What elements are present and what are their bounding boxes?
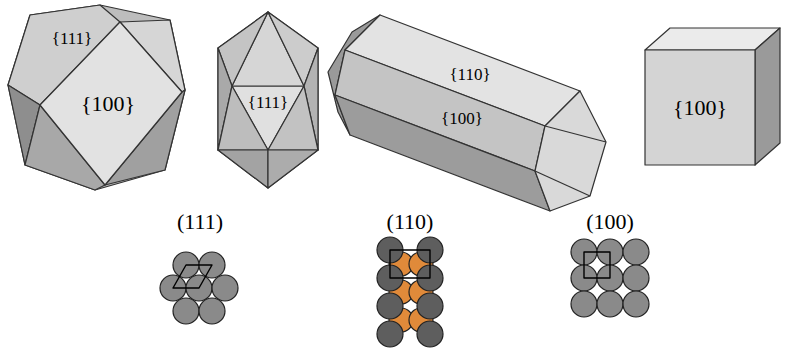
atom-packing-110: [377, 237, 443, 347]
cuboctahedron: [8, 5, 185, 190]
atom-packing-111: [160, 252, 238, 324]
cube: [645, 28, 780, 165]
plane-label: (100): [586, 211, 634, 233]
icosahedron: [218, 12, 318, 188]
face-label: {111}: [52, 30, 93, 47]
elongated-rod: [328, 15, 606, 211]
plane-label: (110): [387, 211, 434, 233]
face-label: {100}: [673, 97, 727, 119]
plane-label: (111): [177, 211, 223, 233]
face-label: {100}: [441, 110, 483, 127]
face-label: {100}: [81, 93, 135, 115]
atom-packing-100: [571, 239, 649, 317]
face-label: {110}: [449, 66, 490, 83]
face-label: {111}: [248, 94, 289, 111]
